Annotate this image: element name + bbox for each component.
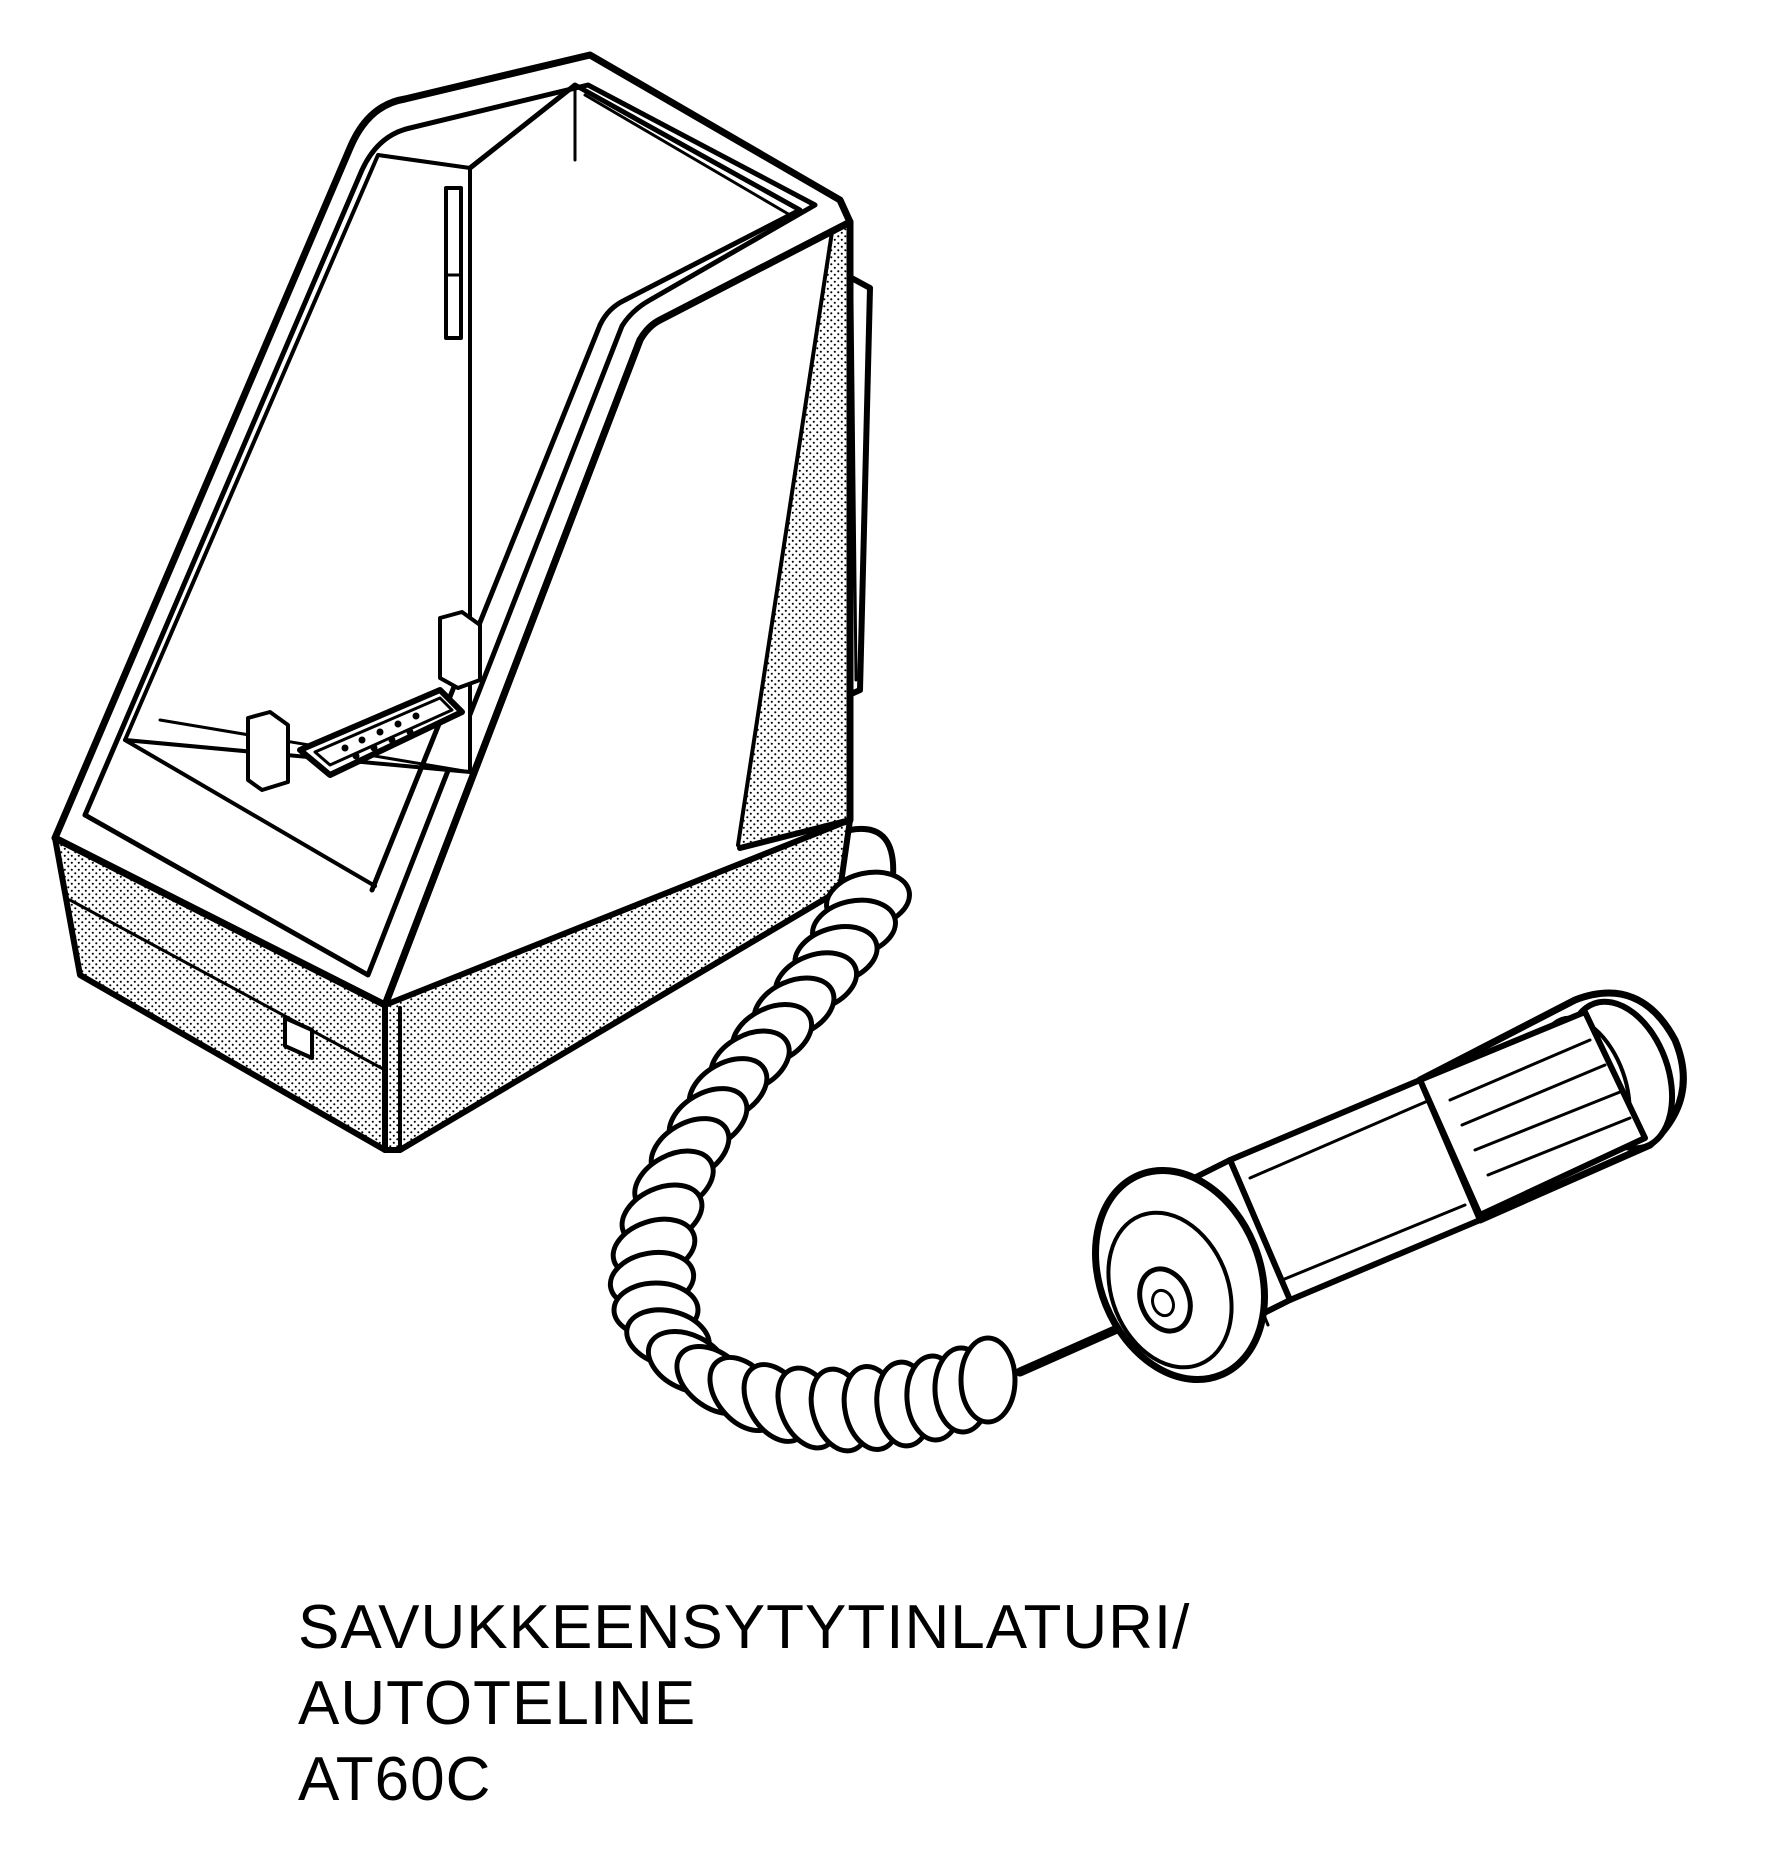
coiled-cord-icon	[607, 825, 1165, 1454]
caption-line-3: AT60C	[298, 1745, 492, 1814]
cigarette-lighter-plug-icon	[1092, 989, 1687, 1384]
product-caption: SAVUKKEENSYTYTINLATURI/ AUTOTELINE AT60C	[298, 1590, 1190, 1818]
car-holder-cradle-icon	[51, 51, 873, 1153]
caption-line-2: AUTOTELINE	[298, 1669, 697, 1738]
d-sub-connector-icon	[297, 687, 465, 778]
caption-line-1: SAVUKKEENSYTYTINLATURI/	[298, 1593, 1191, 1662]
